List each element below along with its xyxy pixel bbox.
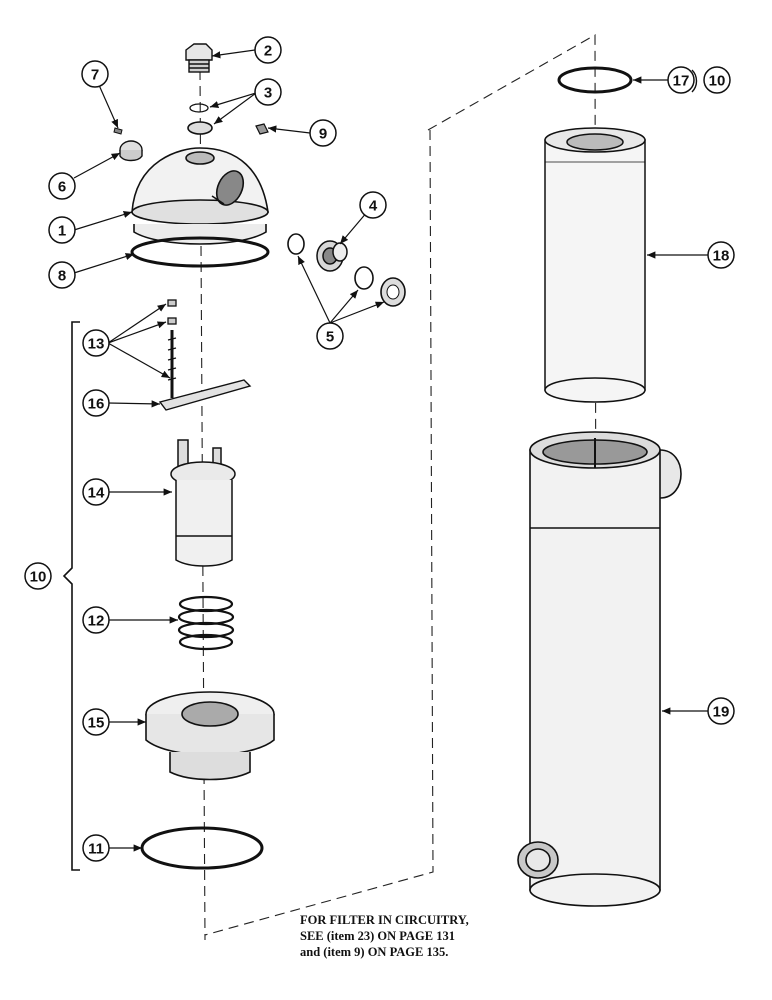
part-cap: [119, 140, 143, 162]
callout-9: 9: [319, 126, 327, 143]
callout-12: 12: [88, 613, 105, 630]
callout-13: 13: [88, 336, 105, 353]
callout-4: 4: [369, 198, 378, 215]
callout-2: 2: [264, 43, 272, 60]
callout-11: 11: [88, 841, 104, 858]
part-head-oring: [130, 236, 270, 268]
part-washer-small: [189, 103, 209, 113]
part-valve-base: [145, 691, 275, 781]
callout-18: 18: [713, 248, 730, 265]
callout-5: 5: [326, 329, 334, 346]
part-plug: [185, 43, 213, 73]
circuitry-note: FOR FILTER IN CIRCUITRY, SEE (item 23) O…: [300, 912, 560, 960]
note-line-3: and (item 9) ON PAGE 135.: [300, 945, 449, 959]
part-element-oring: [557, 66, 633, 94]
callout-10-ring: 10: [709, 73, 726, 90]
callout-1: 1: [58, 223, 66, 240]
callout-15: 15: [88, 715, 105, 732]
callout-14: 14: [88, 485, 105, 502]
callout-8: 8: [58, 268, 66, 285]
part-screw: [113, 127, 123, 135]
part-filter-head: [131, 147, 269, 245]
callout-16: 16: [88, 396, 105, 413]
note-line-1: FOR FILTER IN CIRCUITRY,: [300, 913, 469, 927]
callout-3: 3: [264, 85, 272, 102]
callout-7: 7: [91, 67, 99, 84]
part-spring: [177, 595, 235, 651]
callout-19: 19: [713, 704, 730, 721]
part-seal-b: [354, 266, 374, 290]
callout-10-group: 10: [30, 569, 47, 586]
callout-group: [24, 36, 735, 862]
part-valve-body: [170, 439, 236, 567]
part-fitting: [255, 123, 269, 135]
part-base-oring: [140, 826, 264, 870]
part-washer: [187, 121, 213, 135]
part-filter-bowl: [517, 431, 682, 907]
callout-6: 6: [58, 179, 66, 196]
part-bracket: [158, 379, 252, 411]
callout-leaders: [73, 49, 708, 852]
part-seal-a: [287, 233, 305, 255]
part-stud: [167, 299, 177, 398]
group-10-bracket: [62, 321, 80, 871]
group-17-bracket: [691, 69, 698, 93]
part-adapter: [316, 240, 348, 272]
note-line-2: SEE (item 23) ON PAGE 131: [300, 929, 455, 943]
callout-17: 17: [673, 73, 690, 90]
part-filter-element: [544, 127, 646, 403]
